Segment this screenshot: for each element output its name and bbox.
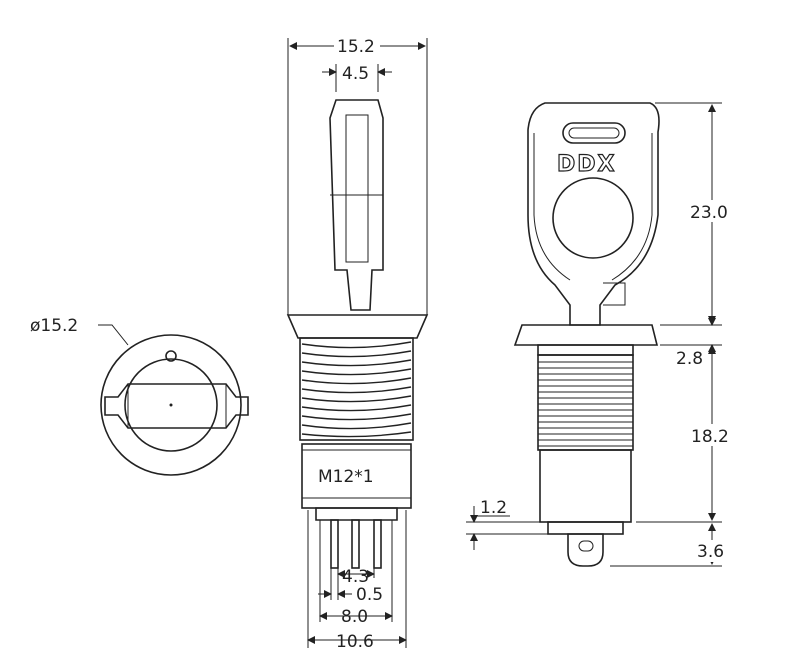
- top-view-detent-hole: [165, 350, 177, 362]
- top-view: ø15.2: [30, 316, 249, 476]
- pin-span-dim: 8.0: [341, 607, 368, 627]
- front-thread-lines: [301, 341, 412, 438]
- side-view: DDX: [466, 102, 736, 567]
- side-flange: [513, 324, 659, 346]
- side-key-logo: DDX: [557, 152, 617, 177]
- top-view-key-section: [104, 383, 249, 429]
- side-thread-lines: [538, 361, 633, 447]
- thread-spec-label: M12*1: [318, 467, 374, 487]
- body-height-dim: 18.2: [691, 427, 729, 447]
- step-height-dim: 1.2: [480, 498, 507, 518]
- front-key-blade: [329, 99, 384, 311]
- side-key-slot: [562, 122, 626, 144]
- front-pins: [330, 519, 382, 569]
- pin-pitch-dim: 4.3: [342, 567, 369, 587]
- key-width-dim: 4.5: [342, 64, 369, 84]
- side-base: [547, 521, 624, 535]
- side-lower-body: [539, 449, 632, 523]
- front-view: 15.2 4.5 M: [286, 36, 429, 652]
- top-view-outer-ring: [100, 334, 242, 476]
- side-key-hole: [552, 177, 634, 259]
- flange-height-dim: 2.8: [676, 349, 703, 369]
- pin-thickness-dim: 0.5: [356, 585, 383, 605]
- front-base: [315, 507, 398, 521]
- side-terminal: [567, 533, 604, 567]
- terminal-height-dim: 3.6: [697, 542, 724, 562]
- top-view-diameter-label: ø15.2: [30, 316, 78, 336]
- front-threaded-bushing: [299, 337, 414, 441]
- top-view-inner-ring: [124, 358, 218, 452]
- side-key-head: [527, 102, 660, 326]
- body-width-dim: 10.6: [336, 632, 374, 652]
- side-threaded-body: [537, 354, 634, 451]
- front-flange: [286, 314, 429, 339]
- key-height-dim: 23.0: [690, 203, 728, 223]
- overall-width-dim: 15.2: [337, 37, 375, 57]
